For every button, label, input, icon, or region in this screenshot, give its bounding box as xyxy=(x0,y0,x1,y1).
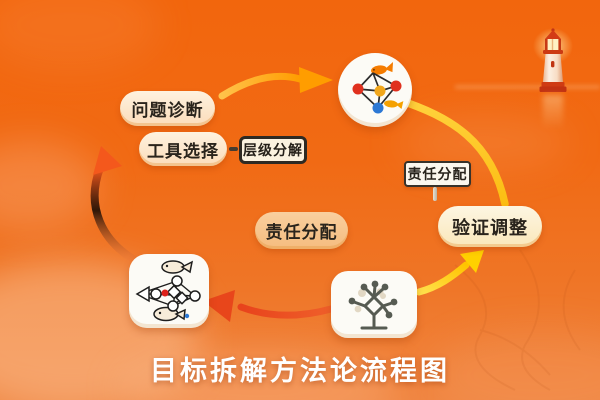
arrow-top xyxy=(218,72,304,100)
step-responsibility-sign: 责任分配 xyxy=(404,161,471,187)
step-responsibility-pill: 责任分配 xyxy=(255,212,348,249)
cloud-texture xyxy=(0,140,100,230)
step-verification-adjustment: 验证调整 xyxy=(438,206,542,247)
step-verification-adjustment-label: 验证调整 xyxy=(452,217,528,238)
step-problem-diagnosis-label: 问题诊断 xyxy=(131,101,204,120)
cloud-texture xyxy=(0,0,160,70)
arrow-tree-to-verify xyxy=(415,261,470,296)
connector-dash xyxy=(229,147,238,151)
step-tool-selection-label: 工具选择 xyxy=(147,141,219,161)
horizon-line xyxy=(455,85,600,89)
arrow-tree-to-verify-head xyxy=(460,250,484,273)
step-hierarchy-decomposition: 层级分解 xyxy=(239,136,307,164)
decision-tree-drawing xyxy=(348,280,398,330)
sign-post xyxy=(433,187,437,201)
step-hierarchy-decomposition-label: 层级分解 xyxy=(243,142,303,158)
step-responsibility-sign-label: 责任分配 xyxy=(407,166,468,182)
step-problem-diagnosis: 问题诊断 xyxy=(120,91,215,126)
lighthouse-reflection xyxy=(543,95,563,129)
arrow-right-curve xyxy=(392,95,509,208)
arrow-to-fishbone xyxy=(237,303,335,319)
arrow-left-arc xyxy=(90,164,144,267)
network-graph-icon xyxy=(338,53,412,127)
decision-tree-icon xyxy=(331,271,417,338)
page-title: 目标拆解方法论流程图 xyxy=(150,356,450,386)
network-graph-drawing xyxy=(352,61,404,114)
arrow-top-head xyxy=(299,67,333,93)
step-tool-selection: 工具选择 xyxy=(139,132,227,166)
fishbone-network-drawing xyxy=(135,260,201,322)
step-responsibility-pill-label: 责任分配 xyxy=(265,223,338,242)
fishbone-network-icon xyxy=(129,254,209,328)
arrow-left-arc-head xyxy=(93,146,122,175)
